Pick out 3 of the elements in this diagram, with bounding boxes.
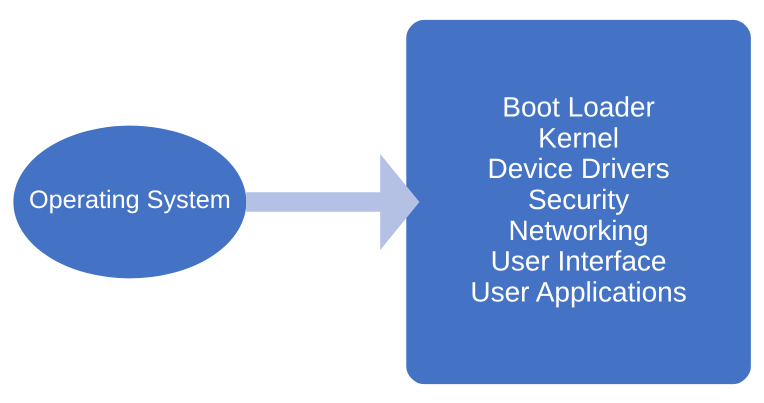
node-box: Boot Loader Kernel Device Drivers Security Networking User Interface User Applications [406,19,751,384]
arrow [246,153,420,250]
node-ellipse: Operating System [13,125,246,278]
